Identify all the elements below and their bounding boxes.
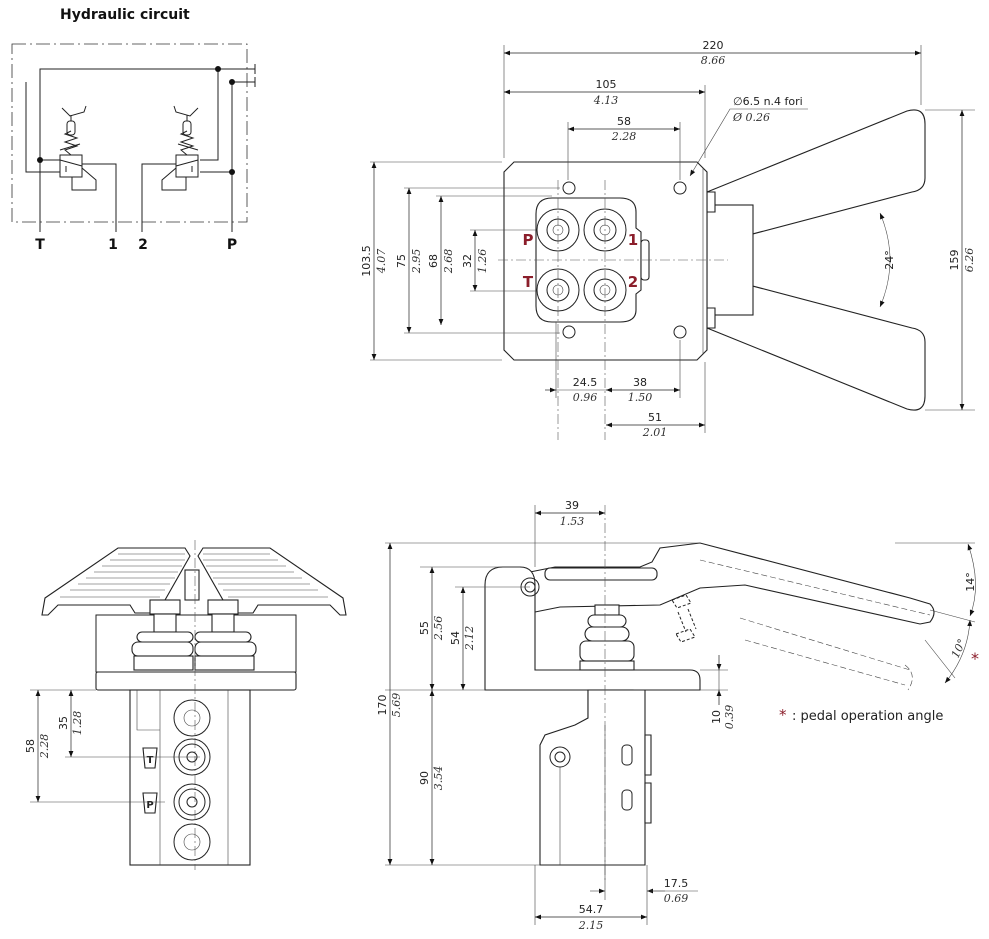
dim-90: 90 (418, 771, 431, 785)
dim-24-5: 24.5 (573, 376, 598, 389)
front-port-t-label: T (147, 755, 154, 766)
dim-17-5-in: 0.69 (664, 892, 689, 905)
pivot-bracket (484, 566, 701, 691)
legend-asterisk: * (779, 706, 787, 724)
dim-58-front: 58 (24, 739, 37, 753)
port-label-1: 1 (108, 237, 118, 253)
port-2-label: 2 (628, 273, 638, 291)
mounting-holes (562, 181, 687, 339)
dim-14-deg: 14° (964, 572, 977, 592)
pedal-left (41, 547, 191, 616)
dim-holes-in: Ø 0.26 (732, 111, 770, 124)
pedal-right (197, 547, 347, 616)
front-port-p-label: P (146, 800, 153, 811)
dim-39: 39 (565, 499, 579, 512)
front-view: T P 58 2.28 35 1.28 (24, 540, 347, 870)
dim-55: 55 (418, 621, 431, 635)
port-label-2: 2 (138, 237, 148, 253)
dim-10: 10 (710, 710, 723, 724)
dim-58-front-in: 2.28 (38, 734, 51, 760)
base-plate (95, 671, 297, 691)
valve-left (59, 105, 117, 232)
side-view: 39 1.53 170 5.69 55 2.56 54 2.12 90 3.54… (376, 499, 979, 932)
pedal-hinge-block (706, 204, 754, 316)
dim-75-in: 2.95 (410, 249, 423, 275)
legend-text: : pedal operation angle (792, 709, 943, 724)
port-t-label: T (523, 273, 534, 291)
dim-10-deg: 10° (949, 637, 969, 660)
dim-68: 68 (427, 254, 440, 268)
dim-54-in: 2.12 (463, 626, 476, 652)
dim-68-in: 2.68 (442, 249, 455, 275)
dim-103-5-in: 4.07 (375, 249, 388, 275)
legend-note: * : pedal operation angle (779, 706, 943, 724)
dim-170-in: 5.69 (390, 693, 403, 718)
dim-54-7: 54.7 (579, 903, 604, 916)
bellows (131, 569, 257, 671)
dim-32-in: 1.26 (476, 249, 489, 274)
circuit-title: Hydraulic circuit (60, 7, 190, 23)
dim-90-in: 3.54 (432, 766, 445, 791)
dim-39-in: 1.53 (560, 515, 585, 528)
dim-159-in: 6.26 (963, 248, 976, 273)
dim-17-5: 17.5 (664, 877, 689, 890)
top-view: P 1 T 2 220 8.66 105 4.13 58 2.28 ∅6.5 n… (360, 39, 976, 440)
dim-159: 159 (948, 250, 961, 271)
port-p-label: P (523, 231, 534, 249)
dim-35-in: 1.28 (71, 711, 84, 736)
pedal-side (519, 542, 935, 625)
dim-105: 105 (596, 78, 617, 91)
port-label-p: P (227, 237, 237, 253)
asterisk-mark: * (971, 649, 979, 668)
top-view-dimensions: 220 8.66 105 4.13 58 2.28 ∅6.5 n.4 fori … (360, 39, 976, 439)
port-1-label: 1 (628, 231, 638, 249)
port-label-t: T (35, 237, 45, 253)
dim-51-in: 2.01 (642, 426, 668, 439)
dim-24-5-in: 0.96 (573, 391, 598, 404)
dim-35: 35 (57, 716, 70, 730)
dim-103-5: 103.5 (360, 245, 373, 277)
dim-58: 58 (617, 115, 631, 128)
dim-holes: ∅6.5 n.4 fori (733, 95, 803, 108)
hydraulic-circuit: Hydraulic circuit T 1 2 P (11, 7, 256, 253)
dim-105-in: 4.13 (593, 94, 619, 107)
dim-58-in: 2.28 (611, 130, 637, 143)
dim-220: 220 (703, 39, 724, 52)
dim-32: 32 (461, 254, 474, 268)
valve-right (141, 105, 199, 232)
dim-54: 54 (449, 631, 462, 645)
dim-220-in: 8.66 (701, 54, 726, 67)
dim-38-in: 1.50 (628, 391, 653, 404)
dim-54-7-in: 2.15 (578, 919, 604, 932)
valve-block (129, 689, 251, 866)
side-bellows (579, 604, 635, 671)
dim-51: 51 (648, 411, 662, 424)
pedal-upper (706, 109, 926, 247)
pedal-lower (706, 273, 926, 411)
circuit-boundary (11, 43, 248, 223)
dim-24-deg: 24° (883, 250, 896, 270)
dim-170: 170 (376, 695, 389, 716)
dim-38: 38 (633, 376, 647, 389)
dim-10-in: 0.39 (723, 705, 736, 730)
dim-55-in: 2.56 (432, 616, 445, 642)
side-valve-block (539, 689, 646, 866)
dim-75: 75 (395, 254, 408, 268)
